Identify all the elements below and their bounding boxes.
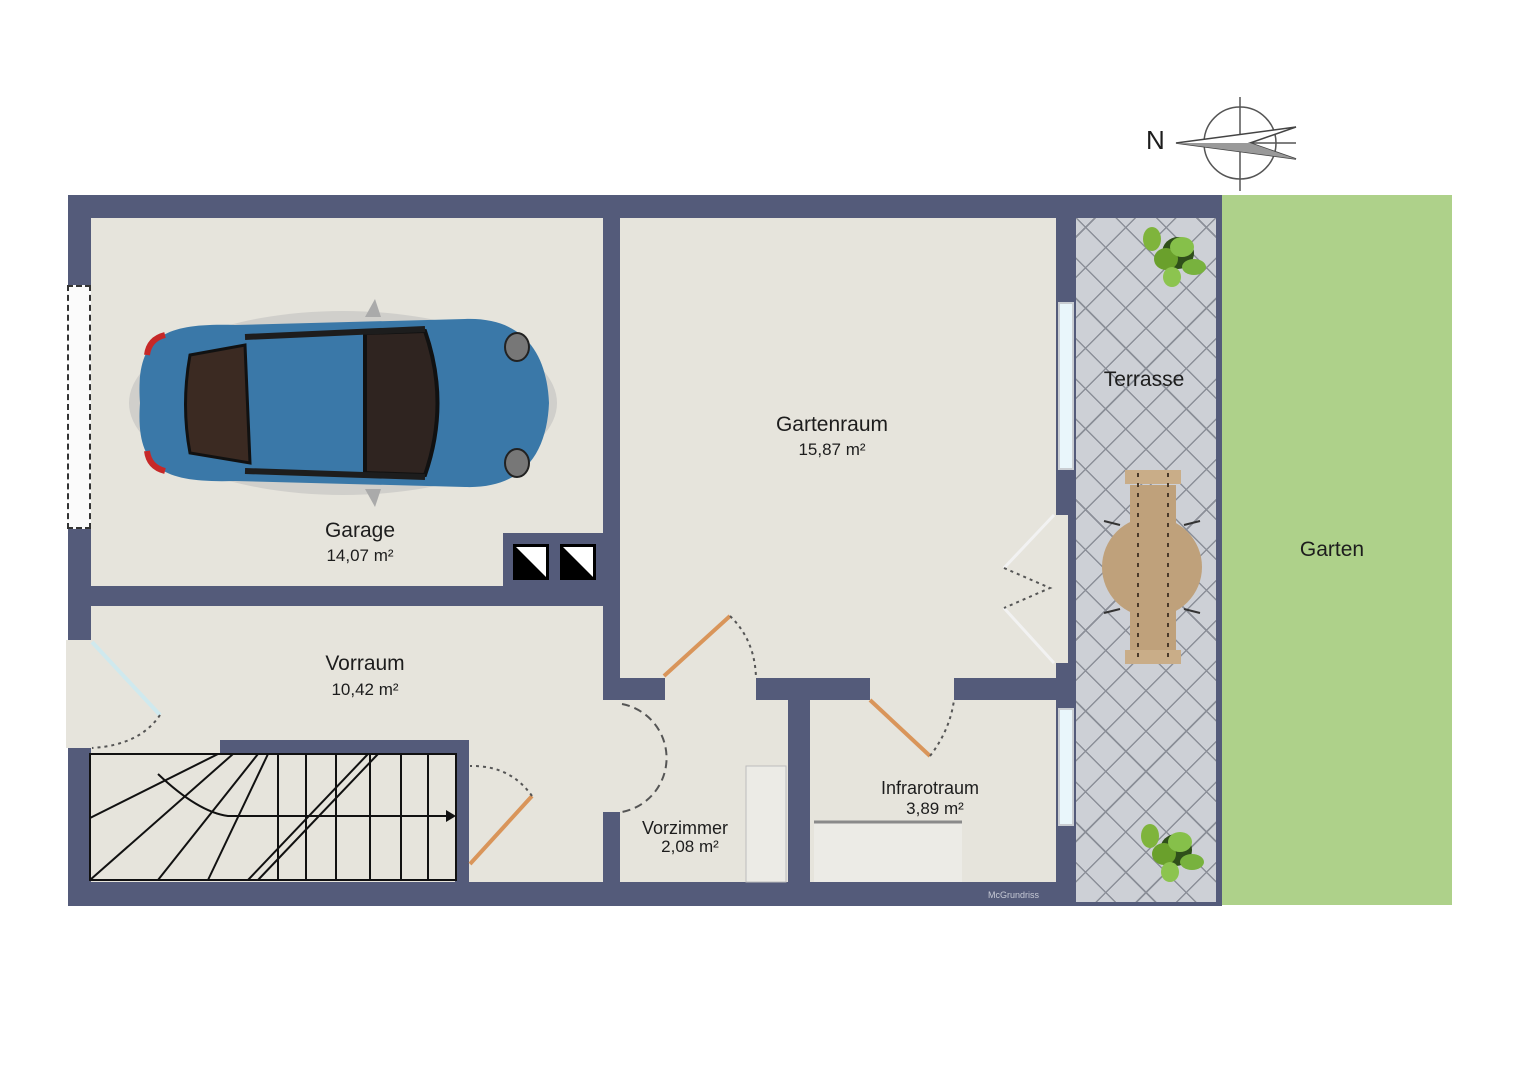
- compass: N: [1140, 95, 1310, 195]
- room-area-vorzimmer: 2,08 m²: [661, 837, 719, 856]
- wall-staircase-right: [455, 740, 469, 882]
- room-label-terrasse: Terrasse: [1103, 368, 1185, 391]
- floor-opening-gartenraum-vorzimmer: [664, 676, 756, 702]
- wall-vorzimmer-infrarot: [788, 678, 810, 888]
- room-label-garage: Garage: [324, 519, 396, 542]
- garage-door: [67, 285, 91, 529]
- watermark: McGrundriss: [988, 890, 1040, 900]
- gartenraum-vorzimmer-door-icon: [662, 614, 757, 679]
- front-door-icon: [90, 640, 162, 749]
- floor-opening-gartenraum-infrarot: [870, 676, 954, 702]
- garden-area: [1222, 195, 1452, 905]
- plant-icon-top: [1143, 227, 1206, 287]
- door-opening-gartenraum-terrace: [1054, 515, 1068, 663]
- window-gartenraum: [1058, 302, 1074, 470]
- room-area-gartenraum: 15,87 m²: [798, 440, 866, 459]
- room-label-vorzimmer: Vorzimmer: [641, 818, 728, 838]
- wall-gartenraum-vorzimmer-left: [603, 678, 665, 700]
- vorzimmer-sliding-door-icon: [621, 703, 668, 813]
- vorzimmer-cabinet-icon: [745, 765, 787, 883]
- terrace-double-door-icon: [1002, 513, 1056, 665]
- table-with-chairs-icon: [1102, 470, 1202, 664]
- staircase-door-icon: [468, 764, 534, 866]
- infrarot-bench-icon: [814, 820, 962, 882]
- plant-icon-bottom: [1141, 824, 1204, 882]
- wall-staircase-top: [220, 740, 468, 754]
- car-icon: [129, 299, 557, 507]
- room-area-vorraum: 10,42 m²: [331, 680, 399, 699]
- infrarot-door-icon: [868, 698, 955, 758]
- room-area-garage: 14,07 m²: [326, 546, 394, 565]
- compass-rose-icon: [1175, 97, 1297, 191]
- room-label-gartenraum: Gartenraum: [775, 413, 889, 436]
- floor-opening-vorraum-vorzimmer: [600, 700, 622, 812]
- wall-infrarot-right: [954, 678, 1056, 700]
- room-label-garten: Garten: [1299, 538, 1365, 561]
- wall-gartenraum-vorzimmer-right: [756, 678, 870, 700]
- compass-north-label: N: [1146, 125, 1165, 155]
- floor-gartenraum: [620, 218, 1056, 678]
- front-door-opening: [66, 640, 92, 748]
- staircase-icon: [89, 753, 457, 881]
- room-area-infrarotraum: 3,89 m²: [906, 799, 964, 818]
- window-infrarotraum: [1058, 708, 1074, 826]
- room-label-vorraum: Vorraum: [325, 652, 405, 675]
- room-label-infrarotraum: Infrarotraum: [880, 778, 980, 798]
- technical-boxes-icon: [513, 544, 596, 580]
